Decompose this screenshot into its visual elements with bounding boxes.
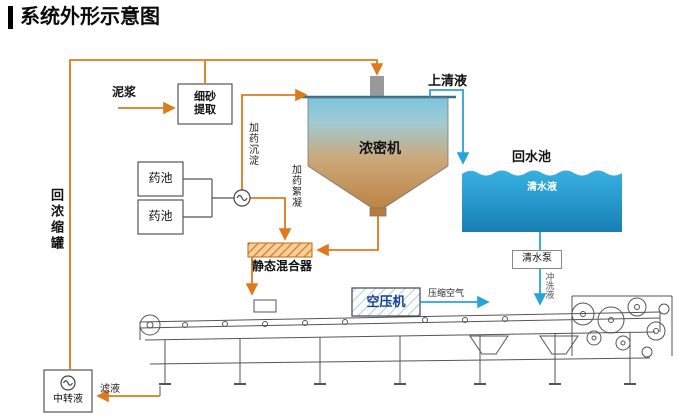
mud-label: 泥浆 bbox=[112, 85, 137, 99]
thickener-label: 浓密机 bbox=[359, 140, 401, 156]
static-mixer-label: 静态混合器 bbox=[251, 259, 312, 273]
chemical-tank-2-box bbox=[137, 199, 184, 235]
return-water-pool bbox=[462, 170, 622, 232]
static-mixer-element bbox=[247, 242, 313, 258]
return-concentrate-tank-label: 回浓缩罐 bbox=[48, 188, 64, 252]
dosing-flocculation-label: 加药絮凝 bbox=[289, 164, 301, 208]
chemical-tank-1-label: 药池 bbox=[148, 171, 173, 186]
flush-liquid-label: 冲洗液 bbox=[544, 272, 555, 299]
water-lines bbox=[420, 89, 547, 309]
dosing-sedimentation-label: 加药沉淀 bbox=[246, 122, 258, 166]
supernatant-label: 上清液 bbox=[428, 73, 468, 88]
sand-extraction-label: 细砂 提取 bbox=[178, 84, 232, 124]
belt-filter-press bbox=[139, 295, 673, 396]
slurry-lines bbox=[69, 59, 384, 403]
air-compressor-box bbox=[351, 287, 421, 317]
return-pool-label: 回水池 bbox=[512, 149, 552, 164]
clear-water-label: 清水液 bbox=[527, 182, 557, 193]
chemical-tank-1-box bbox=[137, 161, 184, 197]
clear-water-pump-label: 清水泵 bbox=[512, 250, 562, 269]
filtrate-label: 滤液 bbox=[100, 384, 120, 395]
dosing-pump-icon bbox=[233, 189, 251, 207]
transfer-pump-icon bbox=[60, 375, 76, 391]
thickener-outlet bbox=[369, 207, 387, 217]
chemical-dosing-pipes bbox=[183, 178, 234, 218]
page-title: 系统外形示意图 bbox=[8, 6, 160, 29]
sand-extraction-line2: 提取 bbox=[194, 104, 216, 116]
air-compressor-label: 空压机 bbox=[366, 293, 406, 309]
sand-extraction-line1: 细砂 bbox=[194, 91, 216, 104]
chemical-tank-2-label: 药池 bbox=[148, 209, 173, 224]
compressed-air-label: 压缩空气 bbox=[428, 288, 465, 298]
thickener-tank bbox=[300, 76, 456, 217]
transfer-liquid-label: 中转液 bbox=[53, 394, 83, 405]
